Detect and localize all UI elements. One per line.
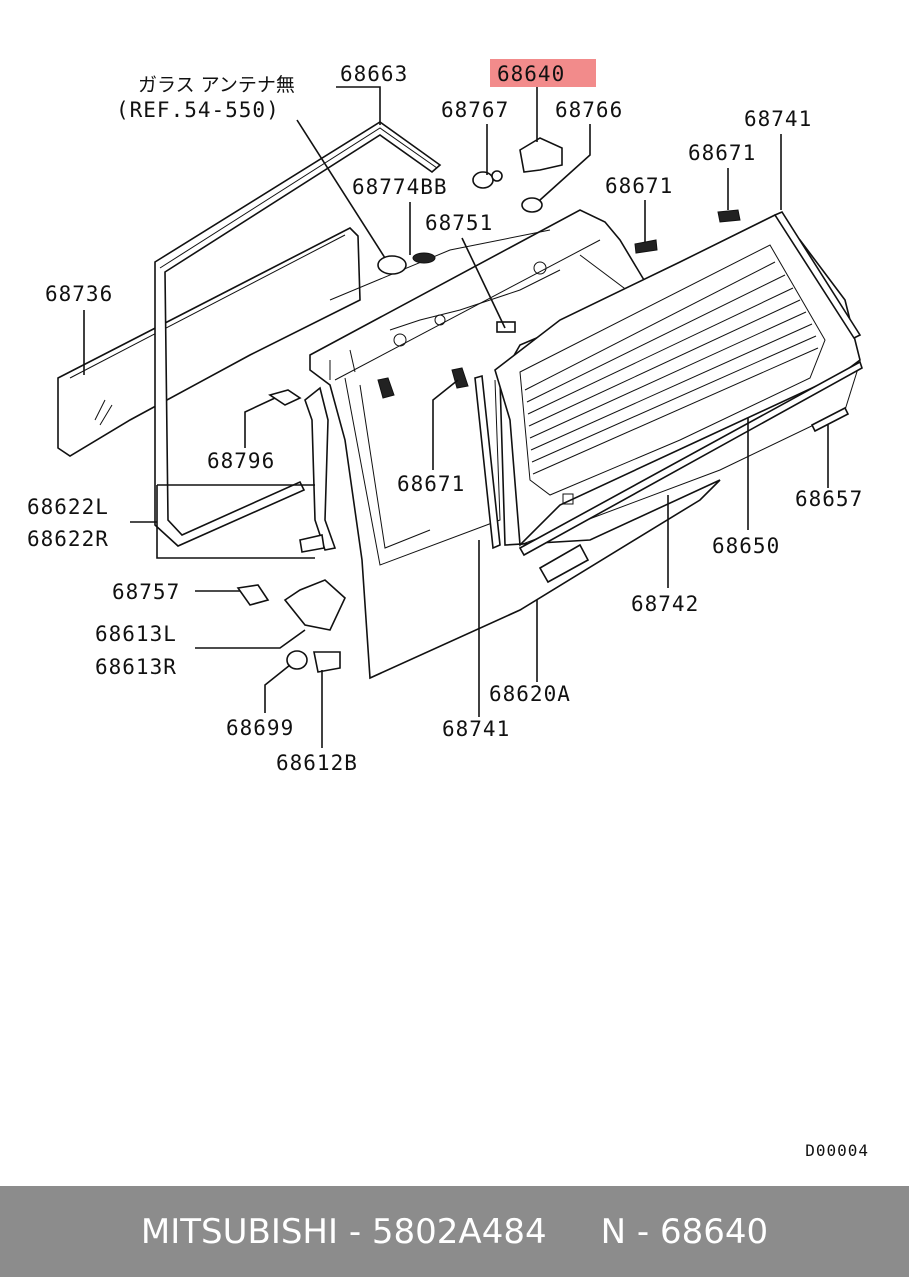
label-68640: 68640 bbox=[497, 62, 565, 86]
label-68751: 68751 bbox=[425, 211, 493, 235]
note-no-antenna: ガラス アンテナ無 bbox=[138, 74, 295, 96]
label-68657: 68657 bbox=[795, 487, 863, 511]
label-68622r: 68622R bbox=[27, 527, 109, 551]
label-68741-top: 68741 bbox=[744, 107, 812, 131]
label-68650: 68650 bbox=[712, 534, 780, 558]
door-frame-drawing bbox=[309, 209, 721, 680]
part-highlight bbox=[490, 59, 596, 87]
glass-panel-drawing bbox=[57, 227, 361, 457]
label-68613r: 68613R bbox=[95, 655, 177, 679]
note-ref: (REF.54-550) bbox=[116, 98, 280, 122]
label-68766: 68766 bbox=[555, 98, 623, 122]
diagram-code: D00004 bbox=[805, 1141, 869, 1160]
label-68742: 68742 bbox=[631, 592, 699, 616]
label-68622l: 68622L bbox=[27, 495, 109, 519]
molding-strips-drawing bbox=[474, 210, 863, 557]
label-68663: 68663 bbox=[340, 62, 408, 86]
label-68613l: 68613L bbox=[95, 622, 177, 646]
rear-glass-drawing bbox=[494, 214, 861, 547]
footer-part-number: MITSUBISHI - 5802A484 N - 68640 bbox=[140, 1211, 769, 1252]
pads-68671 bbox=[377, 209, 741, 399]
label-68671-b: 68671 bbox=[605, 174, 673, 198]
label-68736: 68736 bbox=[45, 282, 113, 306]
label-68774bb: 68774BB bbox=[352, 175, 448, 199]
label-68699: 68699 bbox=[226, 716, 294, 740]
label-68612b: 68612B bbox=[276, 751, 358, 775]
leader-lines bbox=[83, 86, 829, 748]
parts-diagram: ガラス アンテナ無 (REF.54-550) 68663 68640 68767… bbox=[27, 59, 863, 775]
label-68796: 68796 bbox=[207, 449, 275, 473]
label-68671-a: 68671 bbox=[688, 141, 756, 165]
weatherstrip-drawing bbox=[154, 121, 442, 547]
footer-bar: MITSUBISHI - 5802A484 N - 68640 bbox=[0, 1186, 909, 1277]
label-68671-c: 68671 bbox=[397, 472, 465, 496]
small-parts bbox=[236, 137, 563, 673]
label-68620a: 68620A bbox=[489, 682, 571, 706]
label-68757: 68757 bbox=[112, 580, 180, 604]
label-68767: 68767 bbox=[441, 98, 509, 122]
label-68741-bottom: 68741 bbox=[442, 717, 510, 741]
